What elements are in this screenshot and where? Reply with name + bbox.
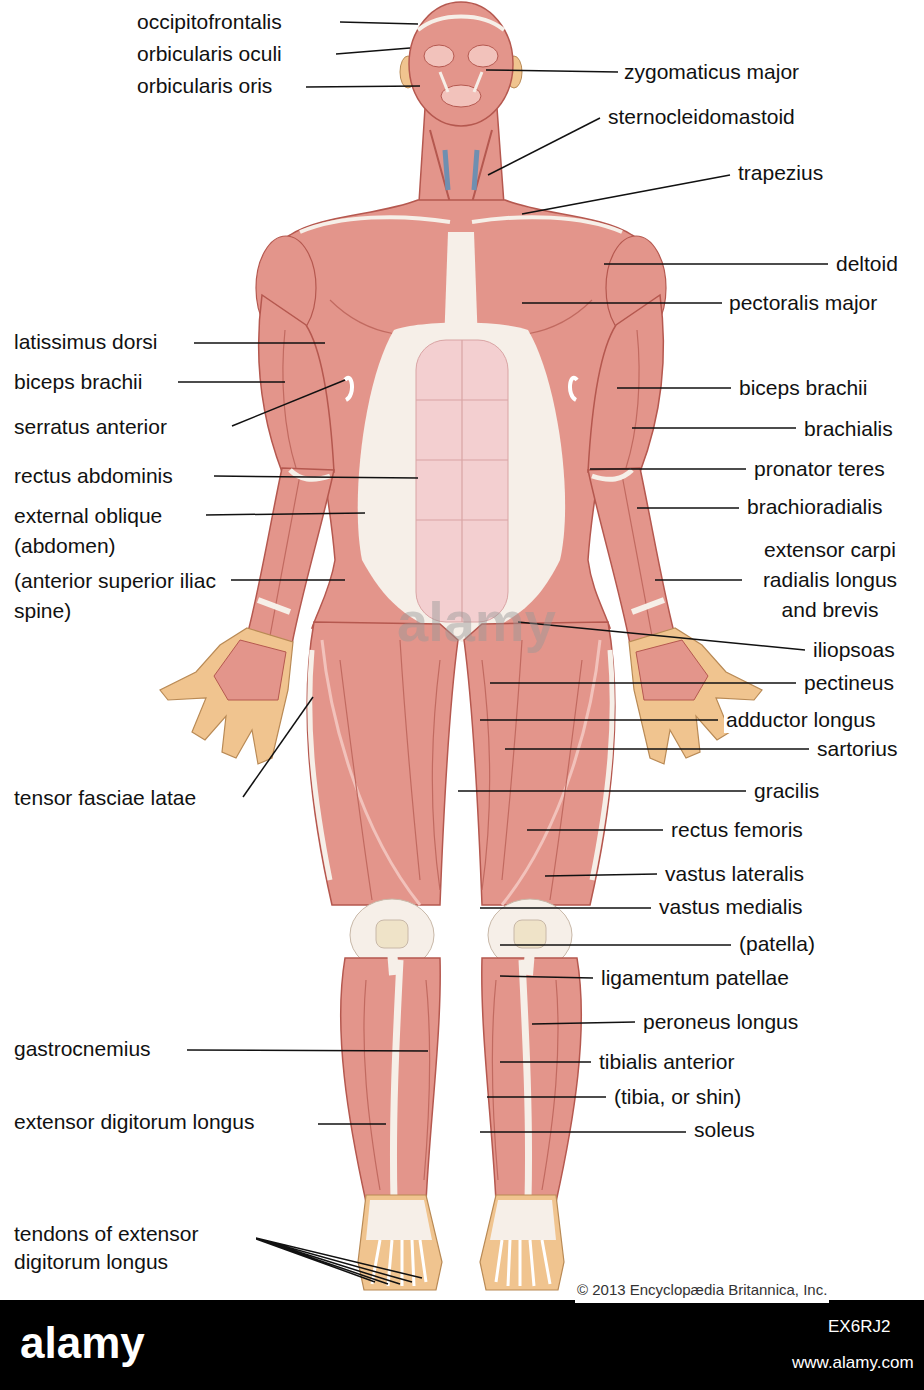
muscle-label: iliopsoas <box>811 637 897 663</box>
muscle-label: gastrocnemius <box>12 1036 153 1062</box>
muscle-label: deltoid <box>834 251 900 277</box>
muscle-label: tibialis anterior <box>597 1049 736 1075</box>
muscle-label: pronator teres <box>752 456 887 482</box>
muscle-label: tendons of extensor digitorum longus <box>12 1220 256 1276</box>
muscle-label: sternocleidomastoid <box>606 104 797 130</box>
muscle-label: orbicularis oris <box>135 73 274 99</box>
muscle-label: pectoralis major <box>727 290 879 316</box>
muscle-label: pectineus <box>802 670 896 696</box>
muscle-label: brachialis <box>802 416 895 442</box>
muscle-label: ligamentum patellae <box>599 965 791 991</box>
muscle-label: brachioradialis <box>745 494 884 520</box>
muscle-label: peroneus longus <box>641 1009 800 1035</box>
muscle-label: external oblique (abdomen) <box>12 501 206 561</box>
muscle-label: (anterior superior iliac spine) <box>12 566 231 626</box>
muscle-label: rectus femoris <box>669 817 805 843</box>
muscle-label: (tibia, or shin) <box>612 1084 743 1110</box>
muscle-label: sartorius <box>815 736 900 762</box>
watermark-text: EX6RJ2 <box>826 1314 892 1340</box>
muscle-label: trapezius <box>736 160 825 186</box>
muscle-label: gracilis <box>752 778 821 804</box>
muscle-label: biceps brachii <box>12 369 144 395</box>
muscle-label: orbicularis oculi <box>135 41 284 67</box>
muscle-label: extensor digitorum longus <box>12 1109 256 1135</box>
muscle-label: extensor carpi radialis longus and brevi… <box>743 535 917 625</box>
muscle-label: vastus medialis <box>657 894 805 920</box>
muscle-label: zygomaticus major <box>622 59 801 85</box>
copyright-note: © 2013 Encyclopædia Britannica, Inc. <box>575 1277 829 1303</box>
watermark-text: www.alamy.com <box>790 1350 916 1376</box>
muscle-label: tensor fasciae latae <box>12 785 198 811</box>
muscle-label: latissimus dorsi <box>12 329 160 355</box>
muscle-label: biceps brachii <box>737 375 869 401</box>
muscle-label: rectus abdominis <box>12 463 175 489</box>
muscle-label: occipitofrontalis <box>135 9 284 35</box>
watermark-logo: alamy <box>18 1318 147 1368</box>
muscle-label: serratus anterior <box>12 414 169 440</box>
watermark: alamy <box>395 592 558 652</box>
muscle-label: adductor longus <box>724 707 877 733</box>
muscle-label: soleus <box>692 1117 757 1143</box>
muscle-label: vastus lateralis <box>663 861 806 887</box>
muscle-label: (patella) <box>737 931 817 957</box>
